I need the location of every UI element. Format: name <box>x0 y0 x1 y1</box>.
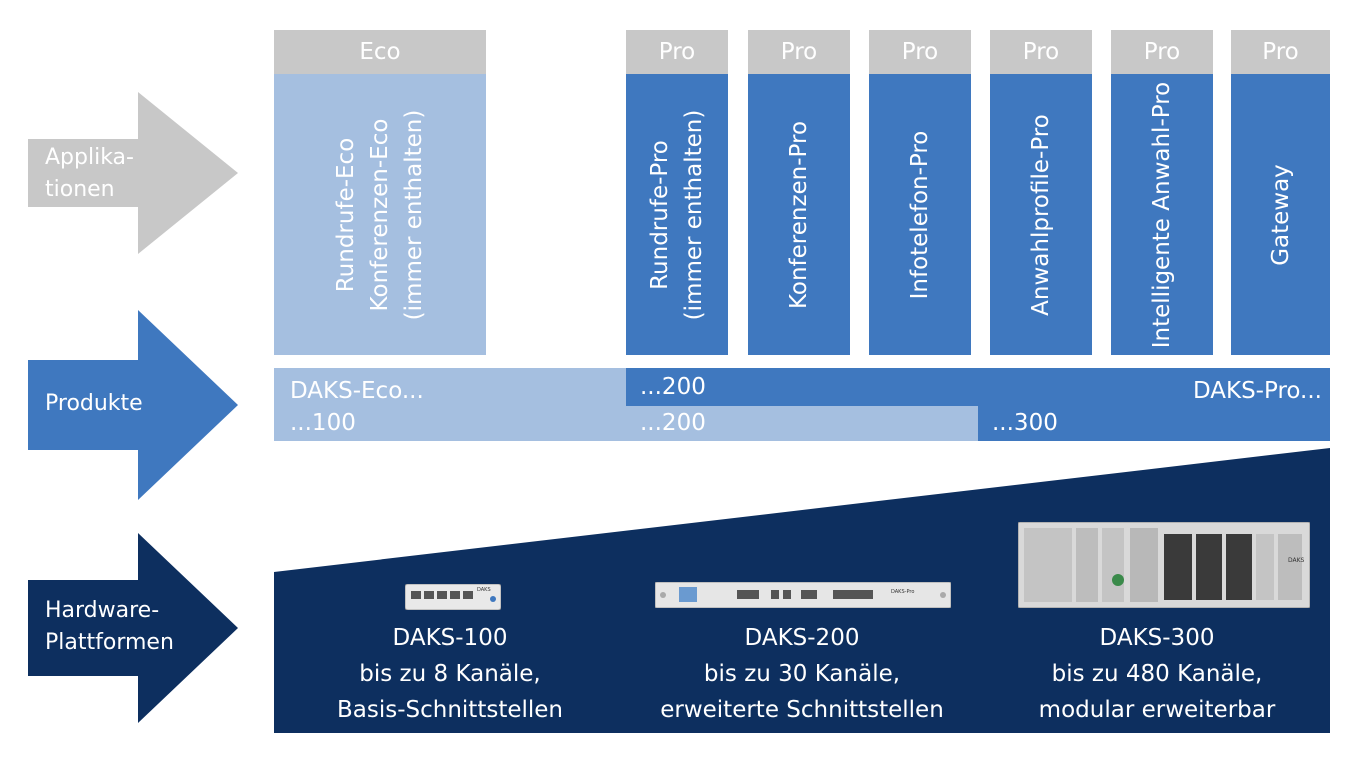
gray-arrow-shape <box>28 92 238 254</box>
daks-100-device-icon: DAKS <box>405 584 501 610</box>
daks-300-device-text: DAKS <box>1288 557 1305 564</box>
app-infotelefon-pro-text: Infotelefon-Pro <box>907 130 933 299</box>
daks-200-device-text: DAKS-Pro <box>891 589 914 595</box>
product-pro-200-label: ...200 <box>640 374 706 400</box>
app-rundrufe-pro-line-1: Rundrufe-Pro <box>647 139 673 290</box>
product-pro-bar <box>626 368 1330 406</box>
app-eco-line-2: Konferenzen-Eco <box>367 118 393 311</box>
app-rundrufe-pro-text: Rundrufe-Pro (immer enthalten) <box>643 109 711 320</box>
product-pro-300-label: ...300 <box>992 410 1058 436</box>
daks-100-channels: bis zu 8 Kanäle, <box>359 661 541 687</box>
applikationen-line-2: tionen <box>45 177 115 202</box>
pro-header-6: Pro <box>1231 30 1330 74</box>
hardware-line-1: Hardware- <box>45 598 160 623</box>
app-intelligente-anwahl-pro-text: Intelligente Anwahl-Pro <box>1149 81 1175 348</box>
applikationen-arrow: Applika- tionen <box>28 92 238 254</box>
pro-header-4: Pro <box>990 30 1092 74</box>
app-gateway-text: Gateway <box>1267 163 1294 266</box>
hardware-daks-100: DAKS-100 bis zu 8 Kanäle, Basis-Schnitts… <box>337 620 563 728</box>
daks-300-interfaces: modular erweiterbar <box>1038 697 1276 723</box>
hardware-label: Hardware- Plattformen <box>45 595 174 659</box>
pro-header-1: Pro <box>626 30 728 74</box>
pro-header-3: Pro <box>869 30 971 74</box>
daks-100-name: DAKS-100 <box>392 625 508 651</box>
daks-200-channels: bis zu 30 Kanäle, <box>703 661 901 687</box>
pro-header-2: Pro <box>748 30 850 74</box>
daks-200-device-icon: DAKS-Pro <box>655 582 951 608</box>
daks-300-device-icon: DAKS <box>1018 522 1310 608</box>
produkte-arrow: Produkte <box>28 310 238 500</box>
navy-arrow-shape <box>28 533 238 723</box>
product-eco-100-label: ...100 <box>290 410 356 436</box>
product-eco-label: DAKS-Eco... <box>290 378 424 404</box>
app-rundrufe-pro-line-2: (immer enthalten) <box>681 109 707 320</box>
blue-arrow-shape <box>28 310 238 500</box>
product-eco-200-label: ...200 <box>640 410 706 436</box>
app-eco-text: Rundrufe-Eco Konferenzen-Eco (immer enth… <box>329 109 431 320</box>
app-eco-line-3: (immer enthalten) <box>401 109 427 320</box>
app-konferenzen-pro-text: Konferenzen-Pro <box>786 120 812 309</box>
app-column-intelligente-anwahl-pro: Intelligente Anwahl-Pro <box>1111 74 1213 355</box>
hardware-daks-200: DAKS-200 bis zu 30 Kanäle, erweiterte Sc… <box>660 620 944 728</box>
app-column-infotelefon-pro: Infotelefon-Pro <box>869 74 971 355</box>
applikationen-line-1: Applika- <box>45 145 134 170</box>
app-column-gateway: Gateway <box>1231 74 1330 355</box>
product-pro-300-bar <box>978 406 1330 441</box>
daks-200-name: DAKS-200 <box>744 625 860 651</box>
pro-header-5: Pro <box>1111 30 1213 74</box>
hardware-line-2: Plattformen <box>45 630 174 655</box>
daks-100-interfaces: Basis-Schnittstellen <box>336 697 564 723</box>
daks-100-device-text: DAKS <box>477 587 491 593</box>
app-column-konferenzen-pro: Konferenzen-Pro <box>748 74 850 355</box>
produkte-label: Produkte <box>45 391 143 416</box>
app-anwahlprofile-pro-text: Anwahlprofile-Pro <box>1028 113 1054 316</box>
applikationen-label: Applika- tionen <box>45 142 134 206</box>
hardware-arrow: Hardware- Plattformen <box>28 533 238 723</box>
eco-header: Eco <box>274 30 486 74</box>
hardware-daks-300: DAKS-300 bis zu 480 Kanäle, modular erwe… <box>1039 620 1276 728</box>
app-column-anwahlprofile-pro: Anwahlprofile-Pro <box>990 74 1092 355</box>
product-pro-label: DAKS-Pro... <box>1192 378 1322 404</box>
daks-300-channels: bis zu 480 Kanäle, <box>1051 661 1263 687</box>
product-eco-bar <box>274 368 626 441</box>
daks-300-name: DAKS-300 <box>1099 625 1215 651</box>
app-eco-line-1: Rundrufe-Eco <box>333 137 359 292</box>
app-column-rundrufe-pro: Rundrufe-Pro (immer enthalten) <box>626 74 728 355</box>
product-eco-200-bar <box>626 406 978 441</box>
app-column-eco: Rundrufe-Eco Konferenzen-Eco (immer enth… <box>274 74 486 355</box>
daks-200-interfaces: erweiterte Schnittstellen <box>660 697 944 723</box>
